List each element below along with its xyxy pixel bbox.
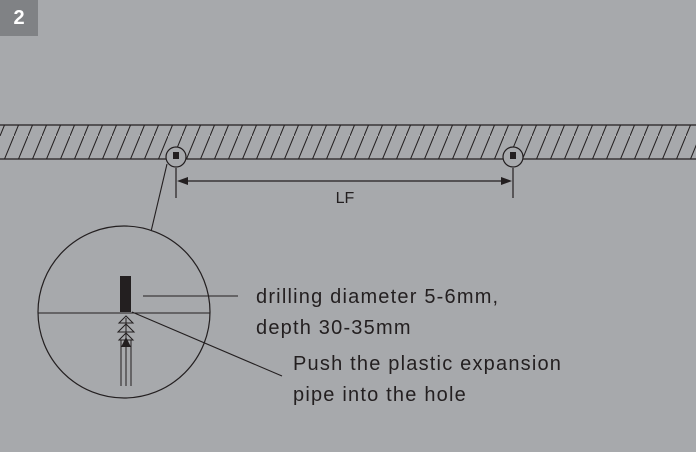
push-text-line1: Push the plastic expansion (293, 353, 562, 375)
push-arrow (121, 337, 131, 347)
drilled-hole (120, 276, 131, 312)
hole-marker-right (502, 146, 524, 168)
lf-label: LF (336, 190, 355, 207)
wall-section (0, 124, 696, 160)
detail-leader (148, 163, 168, 241)
hole-marker-left (165, 146, 187, 168)
lf-dimension-line (175, 168, 514, 198)
detail-magnifier (37, 225, 211, 399)
step-number-badge: 2 (0, 0, 38, 36)
push-text-line2: pipe into the hole (293, 384, 467, 406)
drilling-text-line1: drilling diameter 5-6mm, (256, 286, 499, 308)
push-callout-line (131, 311, 283, 377)
drilling-text-line2: depth 30-35mm (256, 317, 412, 339)
